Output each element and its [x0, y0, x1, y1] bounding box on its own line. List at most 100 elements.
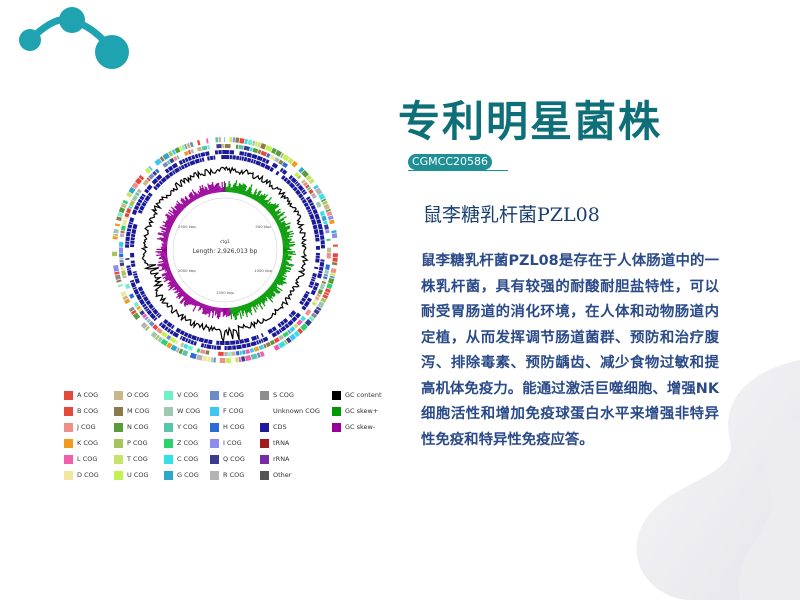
- feature-segment: [132, 223, 138, 230]
- gc-skew-plus: [271, 283, 283, 292]
- gc-skew-plus: [257, 194, 264, 203]
- gc-skew-plus: [243, 190, 247, 196]
- legend-label: Other: [273, 471, 292, 479]
- gc-skew-plus: [256, 298, 262, 305]
- feature-segment: [126, 231, 131, 237]
- feature-segment: [135, 293, 143, 301]
- feature-segment: [124, 212, 130, 218]
- gc-skew-plus: [230, 307, 233, 320]
- gc-skew-minus: [207, 189, 210, 195]
- gc-skew-minus: [188, 194, 194, 202]
- feature-segment: [155, 174, 163, 181]
- feature-segment: [323, 220, 328, 225]
- gc-skew-plus: [281, 232, 290, 236]
- gc-skew-minus: [155, 251, 168, 253]
- gc-skew-plus: [231, 187, 233, 193]
- gc-skew-plus: [226, 186, 228, 193]
- feature-segment: [288, 313, 293, 318]
- feature-segment: [124, 283, 131, 290]
- feature-segment: [178, 166, 183, 171]
- legend-label: A COG: [77, 391, 99, 399]
- feature-segment: [176, 155, 180, 160]
- feature-segment: [288, 182, 296, 189]
- feature-segment: [309, 213, 315, 220]
- legend-label: R COG: [223, 471, 245, 479]
- feature-segment: [137, 209, 143, 214]
- gc-skew-plus: [274, 213, 284, 221]
- gc-skew-plus: [259, 295, 266, 303]
- feature-segment: [303, 293, 309, 299]
- gc-skew-plus: [281, 235, 293, 239]
- feature-segment: [187, 345, 194, 351]
- legend-item: Unknown COG: [260, 406, 320, 416]
- feature-segment: [181, 158, 186, 164]
- feature-segment: [310, 278, 316, 282]
- feature-segment: [160, 331, 168, 338]
- feature-segment: [287, 157, 294, 165]
- gc-skew-minus: [183, 295, 191, 304]
- gc-skew-minus: [167, 279, 176, 285]
- gc-skew-minus: [157, 262, 169, 266]
- feature-segment: [235, 144, 239, 149]
- legend-swatch: [114, 390, 123, 400]
- feature-segment: [320, 244, 325, 249]
- gc-skew-plus: [270, 210, 276, 216]
- gc-skew-plus: [233, 182, 236, 193]
- legend-item: Q COG: [210, 454, 245, 464]
- gc-skew-plus: [281, 261, 289, 264]
- feature-segment: [269, 154, 276, 161]
- feature-segment: [209, 155, 214, 161]
- feature-segment: [151, 178, 159, 185]
- feature-segment: [294, 172, 300, 178]
- gc-content-line: [140, 166, 309, 343]
- feature-segment: [230, 340, 236, 345]
- feature-segment: [130, 260, 135, 264]
- gc-skew-minus: [163, 232, 170, 235]
- feature-segment: [235, 351, 240, 356]
- gc-skew-plus: [277, 220, 286, 226]
- feature-segment: [321, 280, 327, 285]
- feature-segment: [120, 225, 126, 231]
- feature-segment: [131, 228, 137, 234]
- feature-segment: [285, 337, 292, 344]
- gc-skew-minus: [179, 293, 188, 304]
- gc-skew-minus: [165, 272, 173, 277]
- gc-skew-plus: [231, 307, 233, 314]
- feature-segment: [185, 338, 189, 343]
- gc-skew-minus: [201, 303, 205, 309]
- gc-skew-plus: [271, 210, 280, 217]
- feature-segment: [133, 288, 140, 296]
- page-title: 专利明星菌株: [398, 97, 663, 146]
- legend-swatch: [64, 470, 73, 480]
- feature-segment: [289, 333, 297, 341]
- legend-item: D COG: [64, 470, 99, 480]
- feature-segment: [129, 217, 135, 223]
- legend-swatch: [210, 422, 219, 432]
- feature-segment: [169, 337, 177, 344]
- feature-segment: [323, 203, 330, 211]
- gc-skew-minus: [197, 302, 201, 307]
- feature-segment: [319, 261, 325, 267]
- feature-segment: [306, 297, 312, 303]
- gc-skew-minus: [164, 274, 173, 280]
- feature-segment: [121, 270, 127, 276]
- legend-swatch: [210, 470, 219, 480]
- gc-skew-plus: [245, 303, 251, 313]
- feature-segment: [122, 295, 129, 301]
- gc-skew-plus: [236, 306, 239, 316]
- feature-segment: [205, 151, 210, 156]
- feature-segment: [260, 338, 264, 343]
- feature-segment: [315, 258, 320, 263]
- feature-segment: [300, 315, 307, 322]
- gc-skew-minus: [164, 224, 172, 229]
- feature-segment: [231, 351, 236, 356]
- feature-segment: [146, 309, 153, 316]
- legend-item: N COG: [114, 422, 149, 432]
- legend-item: H COG: [210, 422, 245, 432]
- legend-label: S COG: [273, 391, 294, 399]
- gc-skew-minus: [167, 280, 177, 287]
- feature-segment: [116, 216, 122, 222]
- feature-segment: [293, 323, 299, 329]
- gc-skew-plus: [278, 271, 285, 276]
